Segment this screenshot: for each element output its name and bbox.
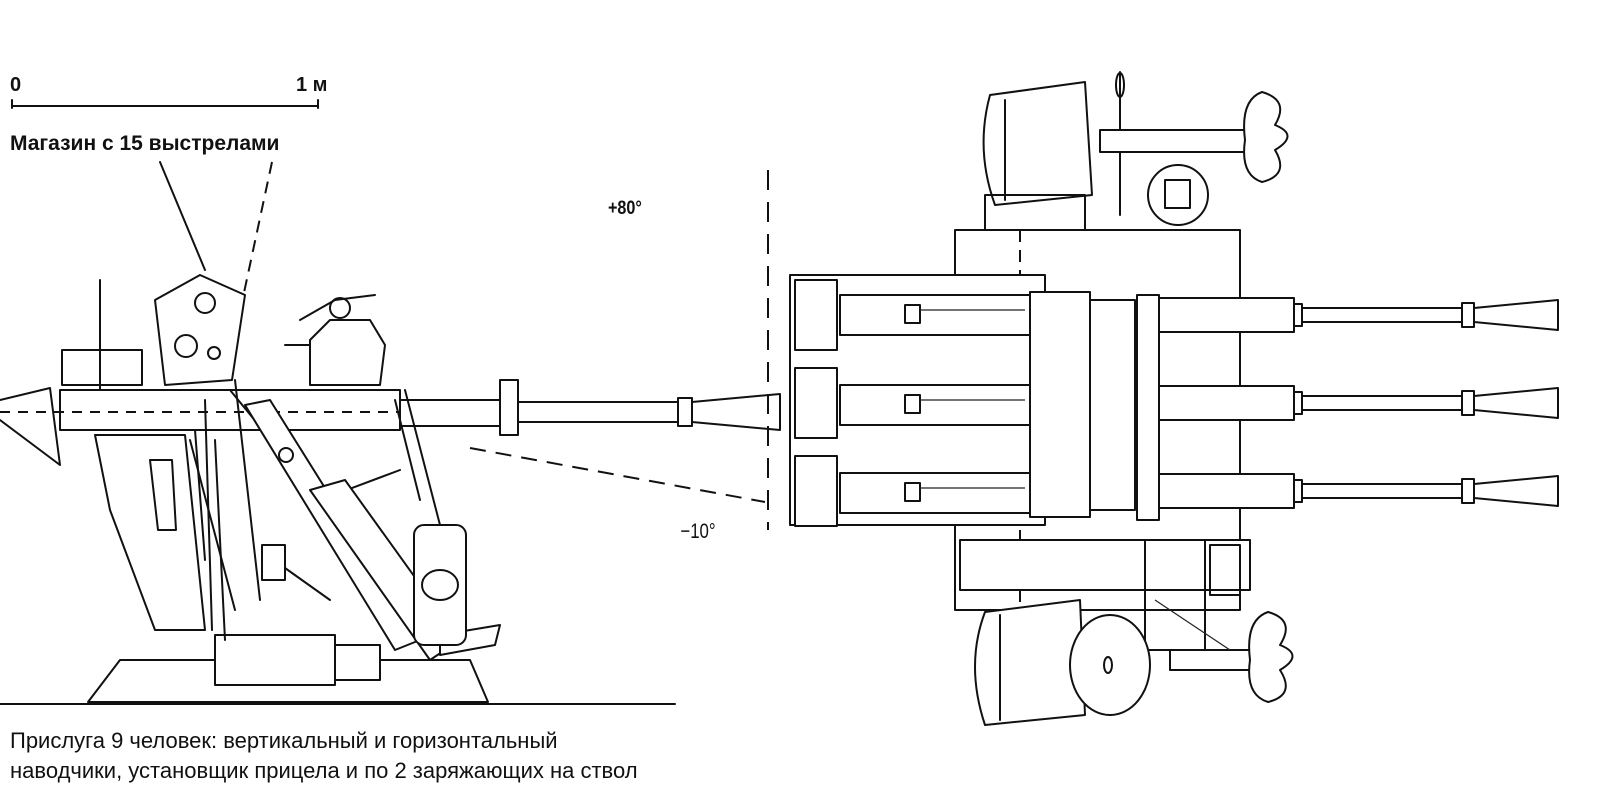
side-view bbox=[0, 274, 781, 705]
crew-caption-line-1: Прислуга 9 человек: вертикальный и гориз… bbox=[10, 728, 558, 753]
magazine-label: Магазин с 15 выстрелами bbox=[10, 132, 280, 155]
barrel-2 bbox=[1158, 385, 1559, 421]
breech-block-3 bbox=[794, 455, 1031, 527]
scale-zero-label: 0 bbox=[10, 74, 22, 96]
crew-caption-line-2: наводчики, установщик прицела и по 2 зар… bbox=[10, 758, 638, 783]
barrel-3 bbox=[1158, 473, 1559, 509]
breech-block-2 bbox=[794, 367, 1031, 439]
top-view bbox=[789, 71, 1559, 726]
elevation-min-label: −10° bbox=[680, 520, 716, 543]
elevation-max-label: +80° bbox=[607, 198, 642, 219]
scale-one-meter-label: 1 м bbox=[296, 74, 328, 96]
barrel-1 bbox=[1158, 297, 1559, 333]
scale-bar bbox=[11, 99, 319, 109]
